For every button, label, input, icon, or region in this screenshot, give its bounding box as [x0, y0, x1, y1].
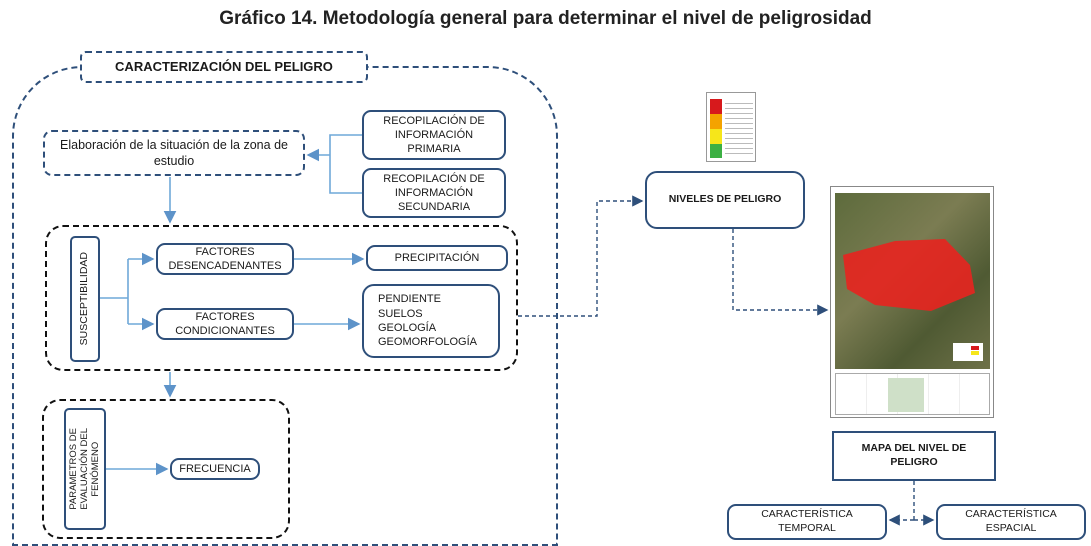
- niveles-to-map-connector: [732, 229, 829, 316]
- map-overlay-svg: [843, 239, 983, 361]
- frecuencia-box: FRECUENCIA: [170, 458, 260, 480]
- precipitacion-label: PRECIPITACIÓN: [394, 251, 480, 264]
- situacion-label: Elaboración de la situación de la zona d…: [60, 137, 288, 168]
- to-niveles-connector: [518, 195, 644, 317]
- levels-legend-thumbnail: [706, 92, 756, 162]
- legend-text-lines: [725, 99, 753, 157]
- map-satellite-area: [835, 193, 990, 369]
- susceptibilidad-branch: [100, 259, 129, 324]
- desencadenantes-label: FACTORES DESENCADENANTES: [168, 245, 282, 272]
- hazard-map-thumbnail: [830, 186, 994, 418]
- condicionantes-list-label: PENDIENTE SUELOS GEOLOGÍA GEOMORFOLOGÍA: [378, 293, 478, 349]
- niveles-box: NIVELES DE PELIGRO: [645, 171, 805, 229]
- level-high-swatch: [710, 114, 722, 129]
- primaria-box: RECOPILACIÓN DE INFORMACIÓN PRIMARIA: [362, 110, 506, 160]
- connector-layer: [100, 134, 935, 526]
- espacial-label: CARACTERÍSTICA ESPACIAL: [965, 508, 1057, 534]
- map-inset-legend-yellow: [971, 351, 979, 355]
- parametros-box: PARAMETROS DE EVALUACIÓN DEL FENÓMENO: [64, 408, 106, 530]
- primaria-label: RECOPILACIÓN DE INFORMACIÓN PRIMARIA: [383, 114, 485, 156]
- figure-title: Gráfico 14. Metodología general para det…: [219, 8, 872, 29]
- hazard-zone: [843, 239, 975, 311]
- primaria-connector: [329, 134, 362, 155]
- condicionantes-box: FACTORES CONDICIONANTES: [156, 308, 294, 340]
- caracterizacion-header: CARACTERIZACIÓN DEL PELIGRO: [80, 51, 368, 83]
- secundaria-connector: [329, 155, 362, 194]
- precipitacion-box: PRECIPITACIÓN: [366, 245, 508, 271]
- secundaria-box: RECOPILACIÓN DE INFORMACIÓN SECUNDARIA: [362, 168, 506, 218]
- temporal-label: CARACTERÍSTICA TEMPORAL: [761, 508, 853, 534]
- mapa-box: MAPA DEL NIVEL DE PELIGRO: [832, 431, 996, 481]
- level-low-swatch: [710, 144, 722, 158]
- susceptibilidad-box: SUSCEPTIBILIDAD: [70, 236, 100, 362]
- secundaria-label: RECOPILACIÓN DE INFORMACIÓN SECUNDARIA: [383, 172, 485, 214]
- level-medium-swatch: [710, 129, 722, 144]
- mapa-label: MAPA DEL NIVEL DE PELIGRO: [861, 442, 967, 468]
- map-bottom-panel: [835, 373, 990, 415]
- niveles-label: NIVELES DE PELIGRO: [668, 193, 782, 206]
- condicionantes-list-box: PENDIENTE SUELOS GEOLOGÍA GEOMORFOLOGÍA: [362, 284, 500, 358]
- desencadenantes-box: FACTORES DESENCADENANTES: [156, 243, 294, 275]
- level-very-high-swatch: [710, 99, 722, 114]
- map-location-inset: [888, 378, 924, 412]
- condicionantes-label: FACTORES CONDICIONANTES: [175, 310, 275, 337]
- map-inset-legend-red: [971, 346, 979, 350]
- susceptibilidad-region: [45, 225, 518, 371]
- caracterizacion-header-label: CARACTERIZACIÓN DEL PELIGRO: [115, 58, 333, 74]
- situacion-box: Elaboración de la situación de la zona d…: [43, 130, 305, 176]
- frecuencia-label: FRECUENCIA: [179, 462, 251, 475]
